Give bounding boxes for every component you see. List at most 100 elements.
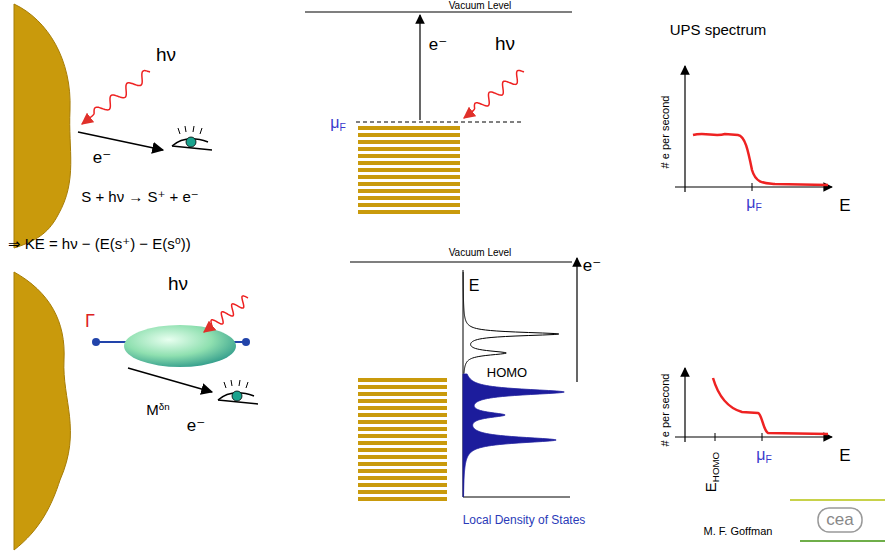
coupling-label: Γ [85,312,95,332]
level-line [358,210,460,214]
level-line [358,434,447,438]
vacuum-level [350,261,572,262]
level-line [358,168,460,172]
photon-wave [464,70,524,118]
text-part: F [765,454,771,465]
level-line [358,126,460,130]
anchor-dot [92,338,100,346]
text-part: E [702,482,719,492]
text-part: HOMO [710,452,721,482]
level-line [358,161,460,165]
axis-label: E [839,447,850,466]
axis [675,186,832,187]
electron-arrow [128,368,212,392]
fermi-label: μF [756,446,772,466]
electron-arrow [78,132,163,150]
electron-levels [358,126,460,214]
molecule [124,325,236,367]
level-line [358,378,447,382]
fermi-level [356,122,522,123]
tick [752,183,753,191]
axis [463,497,570,498]
metal-surface [14,272,70,550]
eye-icon [218,380,258,404]
text-part: μ [330,114,339,131]
photon-label: hν [495,34,515,55]
electron-levels [358,378,447,501]
level-line [358,476,447,480]
level-line [358,448,447,452]
level-line [358,455,447,459]
level-line [358,441,447,445]
level-line [358,203,460,207]
axis-label: Local Density of States [463,514,586,527]
text-part: F [339,122,345,133]
level-label: Vacuum Level [449,0,512,11]
logo-text: cea [826,511,853,530]
level-line [358,140,460,144]
eye-icon [172,126,212,150]
empty-orbital-peaks [463,272,559,374]
equation: ⇒ KE = hν − (E(s⁺) − E(s⁰)) [8,236,191,253]
axis-label: # e per second [659,374,671,447]
level-line [358,147,460,151]
level-line [358,189,460,193]
axis [684,66,685,192]
text-part: M [146,401,159,418]
level-line [358,133,460,137]
level-line [358,497,447,501]
axis-label: E [469,277,480,295]
photon-label: hν [156,45,176,66]
spectrum-curve [713,378,828,434]
text-part: δn [159,401,170,412]
vacuum-level [305,11,572,12]
plot-title: UPS spectrum [670,22,767,39]
level-line [358,420,447,424]
tick [762,433,763,441]
photon-waves [82,70,524,332]
level-line [358,469,447,473]
level-line [358,182,460,186]
level-line [358,392,447,396]
level-line [358,385,447,389]
logo-frame [818,508,862,532]
level-line [358,490,447,494]
filled-orbital-peaks [463,374,564,497]
level-label: Vacuum Level [449,247,512,258]
text-part: μ [746,194,755,211]
axis-label: # e per second [659,96,671,169]
text-part: μ [756,446,765,463]
electron-label: e⁻ [583,257,601,276]
axis-label: E [839,197,850,216]
level-line [358,413,447,417]
anchor-dot [242,338,250,346]
level-line [358,427,447,431]
electron-label: e⁻ [429,36,447,55]
axis [684,368,685,442]
level-label: HOMO [487,366,527,380]
photon-wave [82,71,150,124]
text-part: F [755,202,761,213]
level-line [358,175,460,179]
level-line [358,154,460,158]
equation: S + hν → S⁺ + e⁻ [81,189,199,206]
axis [675,436,832,437]
fermi-label: μF [330,114,346,134]
electron-arrow [419,15,420,120]
level-line [358,483,447,487]
electron-label: e⁻ [187,417,205,436]
logo-line [800,540,885,542]
photon-wave [204,296,248,332]
author-credit: M. F. Goffman [704,525,773,537]
photon-label: hν [168,274,188,295]
ldos-peaks [463,272,564,497]
fermi-label: μF [746,194,762,214]
electron-arrow [576,258,577,382]
metal-surface [14,4,71,248]
level-line [358,406,447,410]
level-line [358,196,460,200]
logo-line [790,499,885,501]
tick [715,433,716,441]
